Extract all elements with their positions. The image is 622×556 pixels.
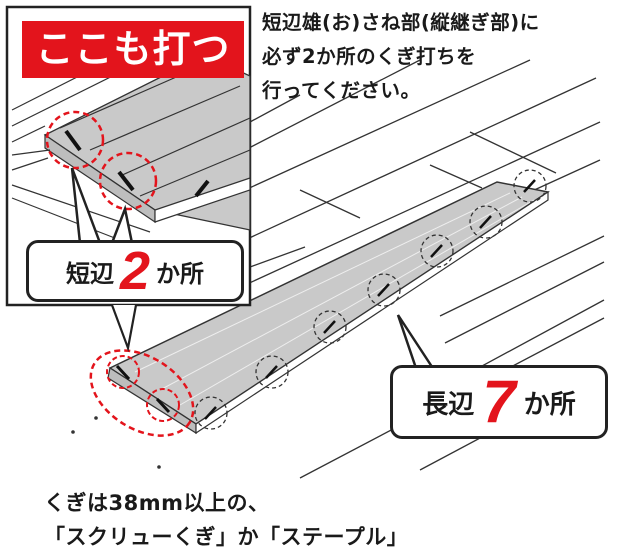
- instruction-line: 短辺雄(お)さね部(縦継ぎ部)に: [262, 11, 540, 34]
- nail-here-banner: ここも打つ: [22, 21, 244, 78]
- inset-pointer: [110, 304, 138, 353]
- nail-marker: [106, 355, 140, 389]
- nail-spec-caption: くぎは38mm以上の、 「スクリューくぎ」か「ステープル」: [44, 486, 408, 554]
- short-edge-count: 2: [119, 241, 151, 301]
- short-edge-highlight: [89, 349, 195, 437]
- nail-icon: [115, 364, 131, 381]
- nail-marker: [146, 388, 180, 422]
- caption-line: くぎは38mm以上の、: [44, 491, 270, 515]
- short-edge-label: 短辺: [65, 259, 114, 288]
- caption-line: 「スクリューくぎ」か「ステープル」: [44, 525, 409, 549]
- short-edge-nails: [106, 355, 180, 422]
- long-edge-nail-icons: [204, 179, 536, 420]
- banner-label: ここも打つ: [35, 27, 231, 71]
- nail-marker: [45, 110, 105, 170]
- nail-icon: [64, 129, 82, 152]
- instruction-line: 行ってください。: [262, 79, 421, 102]
- nail-marker: [194, 396, 228, 430]
- nail-marker: [367, 273, 401, 307]
- nail-marker: [469, 205, 503, 239]
- nail-marker: [313, 310, 347, 344]
- dot-marks: [71, 416, 161, 469]
- instruction-text: 短辺雄(お)さね部(縦継ぎ部)に 必ず2か所のくぎ打ちを 行ってください。: [262, 6, 540, 108]
- nail-marker: [98, 151, 158, 211]
- long-edge-count: 7: [482, 368, 516, 435]
- long-edge-nails: [194, 169, 547, 430]
- long-edge-unit: か所: [523, 389, 576, 420]
- nail-icon: [155, 397, 171, 414]
- long-edge-label: 長辺: [422, 389, 475, 420]
- instruction-line: 必ず2か所のくぎ打ちを: [262, 45, 477, 68]
- highlighted-board: [107, 181, 550, 435]
- nail-marker: [513, 169, 547, 203]
- nail-icon: [117, 170, 135, 192]
- short-edge-unit: か所: [156, 259, 205, 288]
- nail-marker: [255, 355, 289, 389]
- nail-icon: [194, 179, 210, 198]
- short-edge-callout: 短辺 2 か所: [26, 240, 244, 302]
- nail-marker: [420, 234, 454, 268]
- long-edge-callout: 長辺 7 か所: [390, 365, 608, 439]
